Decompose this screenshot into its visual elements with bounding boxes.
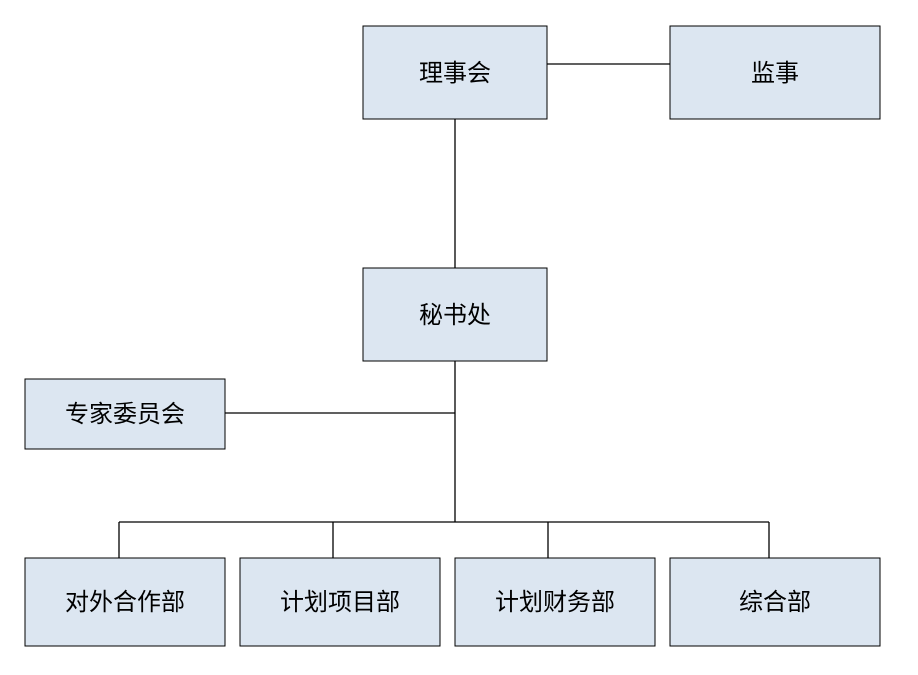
node-external-cooperation-box bbox=[24, 557, 226, 647]
node-plan-project-box bbox=[239, 557, 441, 647]
node-supervisor-label: 监事 bbox=[751, 59, 799, 87]
node-supervisor: 监事 bbox=[669, 25, 881, 120]
node-plan-finance: 计划财务部 bbox=[454, 557, 656, 647]
node-secretariat-box bbox=[362, 267, 548, 362]
node-council-label: 理事会 bbox=[419, 59, 491, 87]
node-plan-project: 计划项目部 bbox=[239, 557, 441, 647]
node-secretariat-label: 秘书处 bbox=[419, 301, 491, 329]
node-secretariat: 秘书处 bbox=[362, 267, 548, 362]
node-plan-finance-box bbox=[454, 557, 656, 647]
connectors bbox=[118, 63, 770, 558]
node-general-affairs-box bbox=[669, 557, 881, 647]
node-council: 理事会 bbox=[362, 25, 548, 120]
node-supervisor-box bbox=[669, 25, 881, 120]
node-external-cooperation: 对外合作部 bbox=[24, 557, 226, 647]
node-general-affairs: 综合部 bbox=[669, 557, 881, 647]
node-expert-committee-label: 专家委员会 bbox=[65, 400, 185, 428]
node-council-box bbox=[362, 25, 548, 120]
node-plan-project-label: 计划项目部 bbox=[280, 588, 400, 616]
node-external-cooperation-label: 对外合作部 bbox=[65, 588, 185, 616]
node-expert-committee-box bbox=[24, 378, 226, 450]
node-expert-committee: 专家委员会 bbox=[24, 378, 226, 450]
node-general-affairs-label: 综合部 bbox=[739, 588, 811, 616]
node-plan-finance-label: 计划财务部 bbox=[495, 588, 615, 616]
